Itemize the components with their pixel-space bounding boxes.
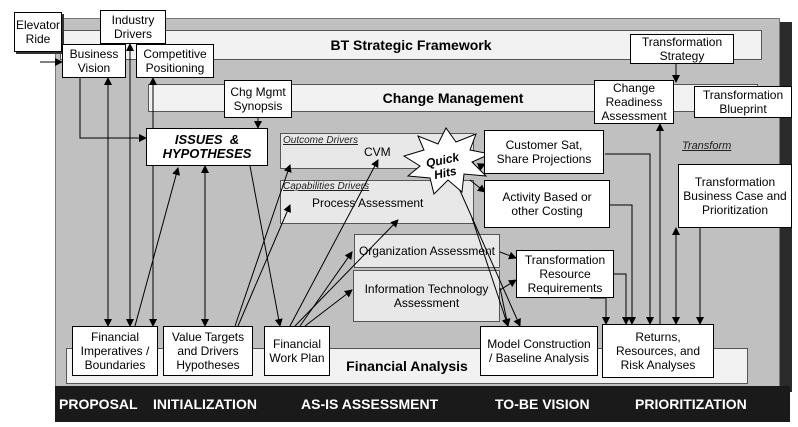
- change-management-label: Change Management: [382, 90, 524, 106]
- model-construction-label: Model Construction / Baseline Analysis: [487, 337, 591, 365]
- transformation-business-case-label: Transformation Business Case and Priorit…: [683, 175, 787, 217]
- issues-hypotheses-box: ISSUES & HYPOTHESES: [146, 128, 268, 166]
- phase-as-is-assessment: AS-IS ASSESSMENT: [301, 396, 439, 412]
- activity-costing-box: Activity Based or other Costing: [484, 180, 610, 228]
- it-assessment-box: Information Technology Assessment: [353, 270, 500, 322]
- financial-imperatives-box: Financial Imperatives / Boundaries: [72, 326, 158, 376]
- transformation-resource-box: Transformation Resource Requirements: [516, 250, 614, 298]
- change-readiness-box: Change Readiness Assessment: [594, 80, 674, 124]
- capabilities-drivers-label: Capabilities Drivers: [283, 181, 370, 192]
- phase-initialization: INITIALIZATION: [153, 396, 257, 412]
- chg-mgmt-synopsis-label: Chg Mgmt Synopsis: [230, 85, 286, 113]
- transformation-strategy-box: Transformation Strategy: [630, 34, 734, 64]
- business-vision-label: Business Vision: [69, 47, 119, 75]
- financial-analysis-label: Financial Analysis: [346, 358, 468, 374]
- change-readiness-label: Change Readiness Assessment: [601, 81, 667, 123]
- transform-label: Transform: [682, 140, 732, 152]
- industry-drivers-label: Industry Drivers: [111, 13, 155, 41]
- returns-resources-label: Returns, Resources, and Risk Analyses: [615, 330, 701, 372]
- phase-prioritization: PRIORITIZATION: [635, 396, 747, 412]
- transformation-resource-label: Transformation Resource Requirements: [524, 253, 606, 295]
- phase-proposal: PROPOSAL: [59, 396, 138, 412]
- financial-work-plan-label: Financial Work Plan: [269, 337, 325, 365]
- business-vision-box: Business Vision: [62, 44, 126, 78]
- elevator-ride-label: Elevator Ride: [15, 18, 61, 46]
- customer-sat-label: Customer Sat, Share Projections: [496, 138, 592, 166]
- financial-imperatives-label: Financial Imperatives / Boundaries: [80, 330, 150, 372]
- transformation-blueprint-box: Transformation Blueprint: [694, 86, 792, 118]
- elevator-ride-box: Elevator Ride: [14, 12, 62, 52]
- issues-hypotheses-label: ISSUES & HYPOTHESES: [162, 132, 252, 161]
- competitive-positioning-label: Competitive Positioning: [143, 47, 207, 75]
- strategic-framework-label: BT Strategic Framework: [330, 37, 492, 53]
- process-assessment-label: Process Assessment: [312, 196, 424, 210]
- activity-costing-label: Activity Based or other Costing: [502, 190, 592, 218]
- chg-mgmt-synopsis-box: Chg Mgmt Synopsis: [224, 80, 292, 118]
- returns-resources-box: Returns, Resources, and Risk Analyses: [602, 324, 714, 378]
- customer-sat-box: Customer Sat, Share Projections: [484, 130, 604, 174]
- phase-to-be-vision: TO-BE VISION: [495, 396, 590, 412]
- it-assessment-label: Information Technology Assessment: [364, 282, 489, 310]
- model-construction-box: Model Construction / Baseline Analysis: [480, 326, 598, 376]
- phase-bar: PROPOSAL INITIALIZATION AS-IS ASSESSMENT…: [55, 386, 790, 422]
- value-targets-label: Value Targets and Drivers Hypotheses: [171, 330, 245, 372]
- industry-drivers-box: Industry Drivers: [100, 10, 166, 44]
- organization-assessment-label: Organization Assessment: [358, 244, 496, 258]
- competitive-positioning-box: Competitive Positioning: [136, 44, 214, 78]
- cvm-label: CVM: [364, 145, 391, 159]
- financial-work-plan-box: Financial Work Plan: [264, 326, 330, 376]
- transformation-blueprint-label: Transformation Blueprint: [702, 88, 784, 116]
- transformation-strategy-label: Transformation Strategy: [641, 35, 723, 63]
- outcome-drivers-label: Outcome Drivers: [283, 135, 359, 146]
- value-targets-box: Value Targets and Drivers Hypotheses: [163, 326, 253, 376]
- transformation-business-case-box: Transformation Business Case and Priorit…: [678, 164, 792, 228]
- capabilities-drivers-box: [280, 180, 474, 224]
- quick-hits-burst: [402, 127, 492, 195]
